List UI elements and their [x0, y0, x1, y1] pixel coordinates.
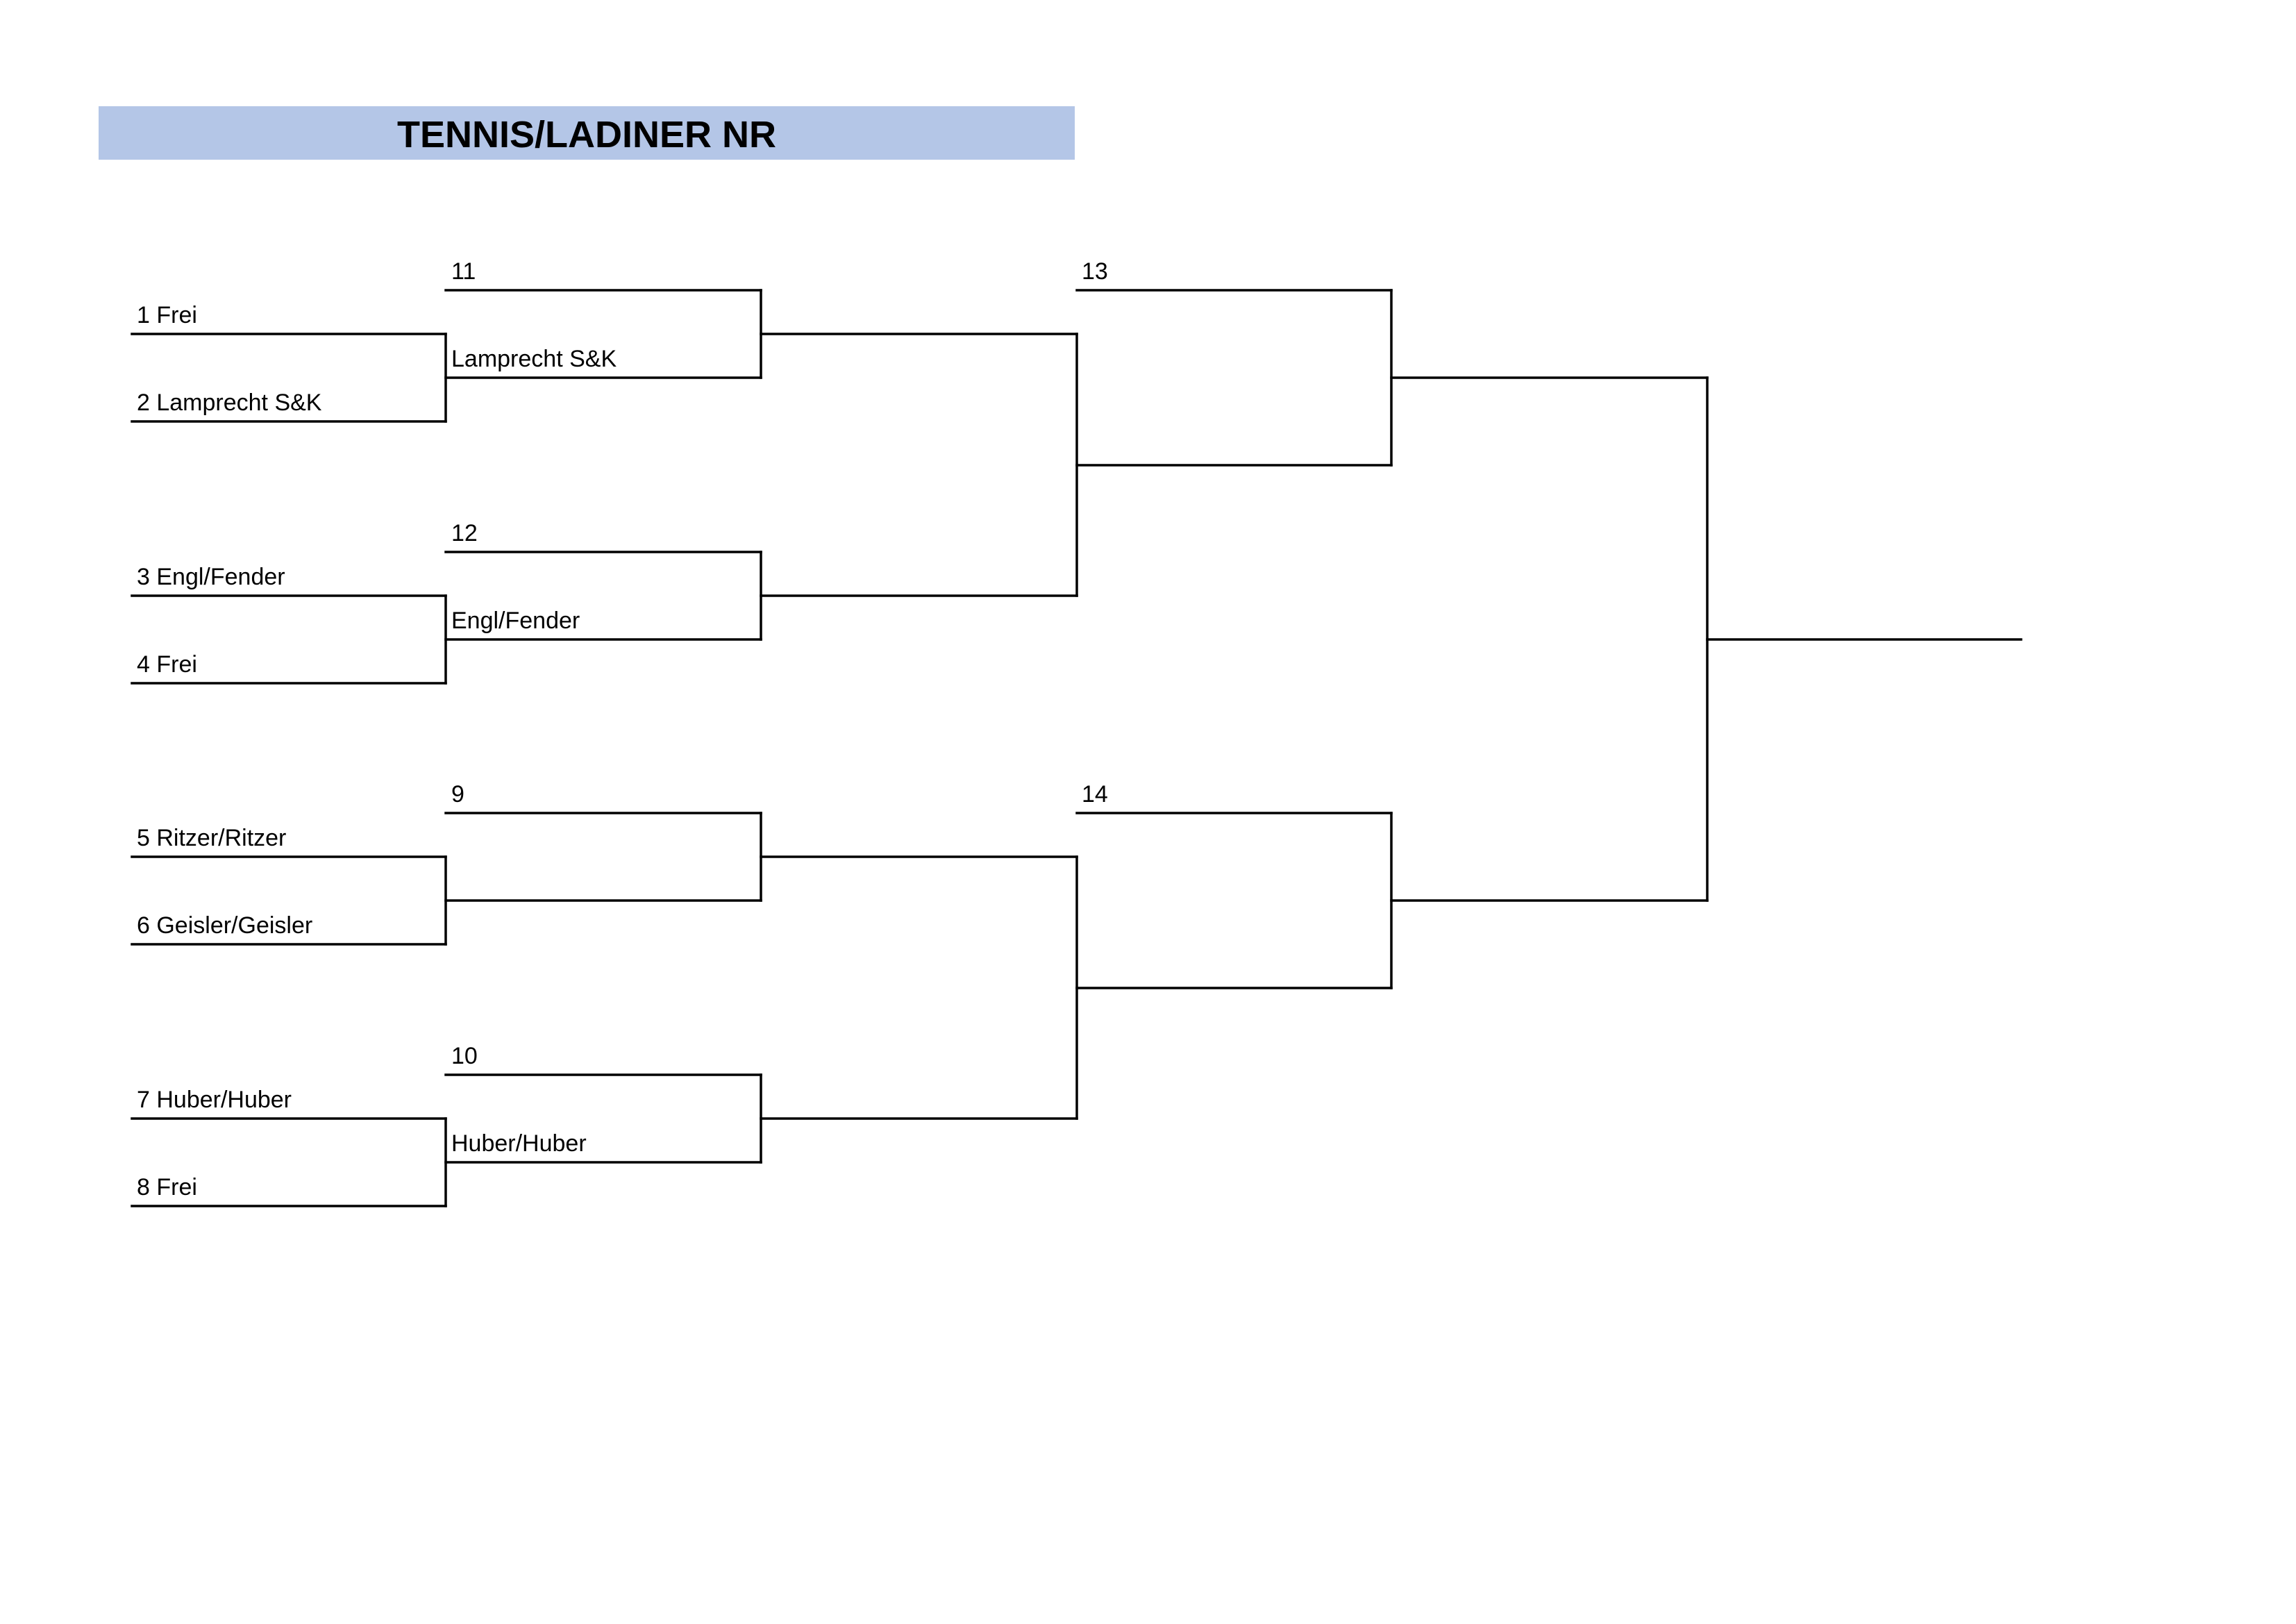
entrant-label-8: 8 Frei: [137, 1174, 197, 1200]
match-number-12: 12: [451, 520, 478, 546]
r2-winner-label-4: Huber/Huber: [451, 1130, 587, 1157]
entrant-label-1: 1 Frei: [137, 302, 197, 328]
r2-winner-label-1: Lamprecht S&K: [451, 346, 617, 372]
entrant-label-4: 4 Frei: [137, 651, 197, 678]
title-banner: TENNIS/LADINER NR: [99, 106, 1075, 160]
entrant-label-3: 3 Engl/Fender: [137, 564, 285, 590]
entrant-label-6: 6 Geisler/Geisler: [137, 912, 312, 939]
page-title: TENNIS/LADINER NR: [396, 113, 776, 156]
match-number-13: 13: [1082, 258, 1108, 285]
entrant-label-5: 5 Ritzer/Ritzer: [137, 825, 286, 851]
entrant-label-2: 2 Lamprecht S&K: [137, 390, 322, 416]
match-number-10: 10: [451, 1043, 478, 1069]
bracket-lines: [131, 289, 2022, 1207]
r2-winner-label-2: Engl/Fender: [451, 608, 580, 634]
match-number-14: 14: [1082, 781, 1108, 807]
match-number-11: 11: [451, 258, 476, 285]
match-number-9: 9: [451, 781, 464, 807]
bracket-labels: 1 Frei 2 Lamprecht S&K 3 Engl/Fender 4 Frei…: [137, 258, 1108, 1200]
entrant-label-7: 7 Huber/Huber: [137, 1087, 292, 1113]
